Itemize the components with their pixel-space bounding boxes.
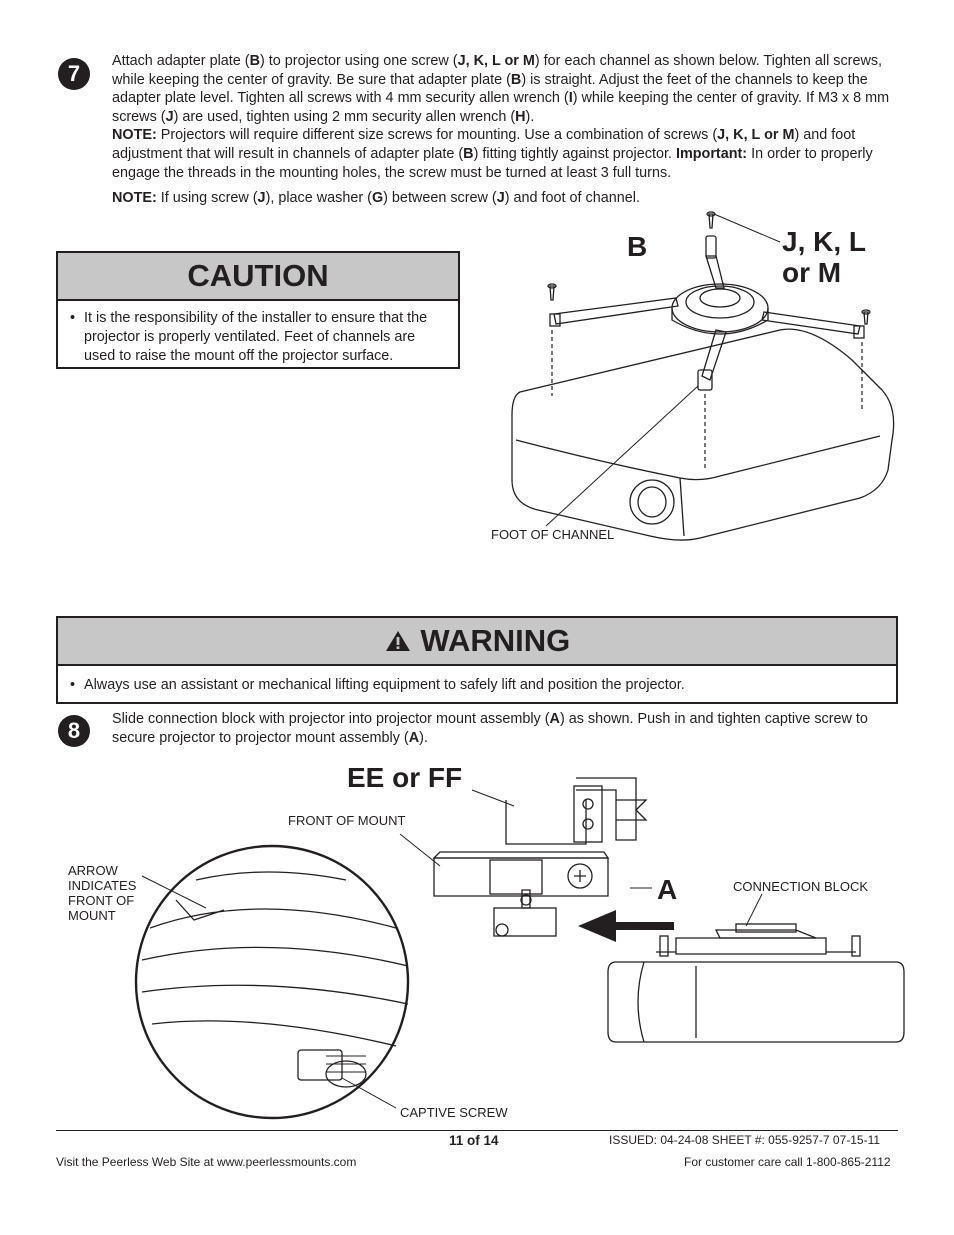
- arm-front: [701, 329, 727, 381]
- arrow-indicates-label: ARROW INDICATES FRONT OF MOUNT: [68, 863, 137, 923]
- bullet: •: [70, 310, 76, 326]
- screw-top: [708, 213, 714, 229]
- warning-triangle-icon: [385, 631, 410, 651]
- caution-item: • It is the responsibility of the instal…: [58, 301, 458, 366]
- issued-info: ISSUED: 04-24-08 SHEET #: 055-9257-7 07-…: [609, 1133, 881, 1147]
- connection-block-label: CONNECTION BLOCK: [733, 879, 869, 894]
- front-of-mount-label: FRONT OF MOUNT: [288, 813, 406, 828]
- warning-title-text: WARNING: [420, 623, 571, 658]
- insertion-arrow: [578, 910, 616, 942]
- foot-of-channel-label: FOOT OF CHANNEL: [491, 527, 615, 542]
- step-7-paragraph: Attach adapter plate (B) to projector us…: [112, 53, 890, 125]
- step-8-instructions: Slide connection block with projector in…: [112, 710, 892, 747]
- caution-text: It is the responsibility of the installe…: [84, 310, 428, 364]
- step-8-badge: 8: [58, 715, 90, 747]
- step-8-paragraph: Slide connection block with projector in…: [112, 711, 868, 746]
- bullet: •: [70, 677, 76, 693]
- step-7-instructions: Attach adapter plate (B) to projector us…: [112, 52, 902, 208]
- caution-title: CAUTION: [58, 253, 458, 301]
- projector-edge: [515, 435, 881, 481]
- warning-box: WARNING • Always use an assistant or mec…: [56, 616, 898, 704]
- step-7-badge: 7: [58, 58, 90, 90]
- label-ee-ff: EE or FF: [347, 762, 463, 793]
- warning-text: Always use an assistant or mechanical li…: [84, 677, 685, 693]
- screw-left: [549, 285, 555, 301]
- page-number: 11 of 14: [449, 1133, 499, 1148]
- captive-screw-head: [567, 863, 593, 889]
- captive-screw-label: CAPTIVE SCREW: [400, 1105, 508, 1120]
- mount-ring: [671, 283, 769, 333]
- connection-block-diagram: [134, 777, 905, 1120]
- step-7-washer-note: NOTE: If using screw (J), place washer (…: [112, 190, 640, 207]
- website-text: Visit the Peerless Web Site at www.peerl…: [56, 1155, 357, 1169]
- adapter-plate-diagram: [511, 211, 895, 541]
- connection-block-part: [493, 907, 557, 937]
- step-7-note: NOTE: Projectors will require different …: [112, 127, 873, 181]
- adapter-plate-side: [675, 937, 827, 955]
- warning-title: WARNING: [58, 618, 896, 666]
- projector-body: [511, 328, 895, 541]
- zoom-circle: [134, 844, 410, 1120]
- footer-rule: [56, 1130, 898, 1131]
- caution-box: CAUTION • It is the responsibility of th…: [56, 251, 460, 369]
- screw-right: [863, 311, 869, 325]
- projector-lens: [629, 479, 675, 525]
- customer-care-text: For customer care call 1-800-865-2112: [684, 1155, 891, 1169]
- arm-right: [761, 311, 861, 335]
- ee-ff-bracket: [505, 800, 587, 845]
- arm-left: [553, 297, 679, 325]
- label-a: A: [657, 874, 678, 905]
- arm-top: [705, 255, 725, 289]
- label-screws: J, K, L or M: [782, 226, 866, 288]
- warning-item: • Always use an assistant or mechanical …: [58, 666, 896, 694]
- label-b: B: [627, 231, 648, 262]
- projector-right: [607, 961, 905, 1043]
